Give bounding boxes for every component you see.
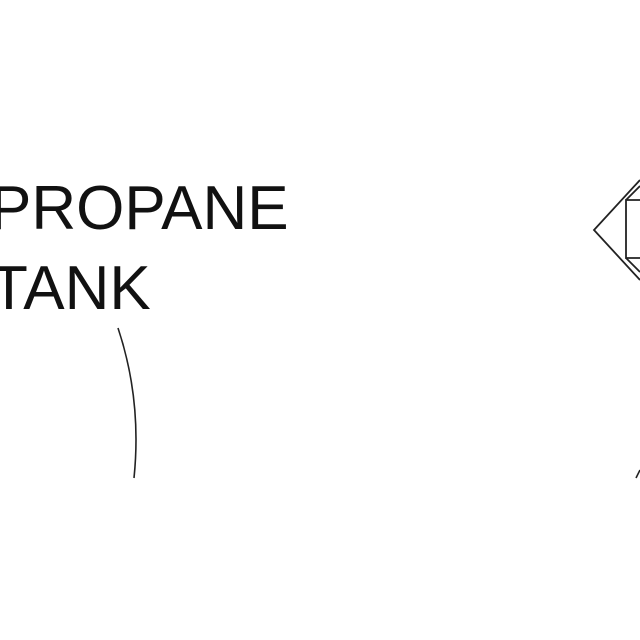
edge-tick — [635, 469, 640, 479]
leader-line — [117, 327, 137, 479]
valve-inner-box — [625, 199, 640, 259]
valve-diagonal-top — [625, 185, 640, 201]
propane-label-line-2: TANK — [0, 254, 151, 323]
valve-symbol — [592, 179, 640, 281]
propane-label-line-1: PROPANE — [0, 174, 289, 243]
valve-outer-diamond — [592, 179, 640, 281]
valve-diagonal-bottom — [625, 257, 640, 273]
